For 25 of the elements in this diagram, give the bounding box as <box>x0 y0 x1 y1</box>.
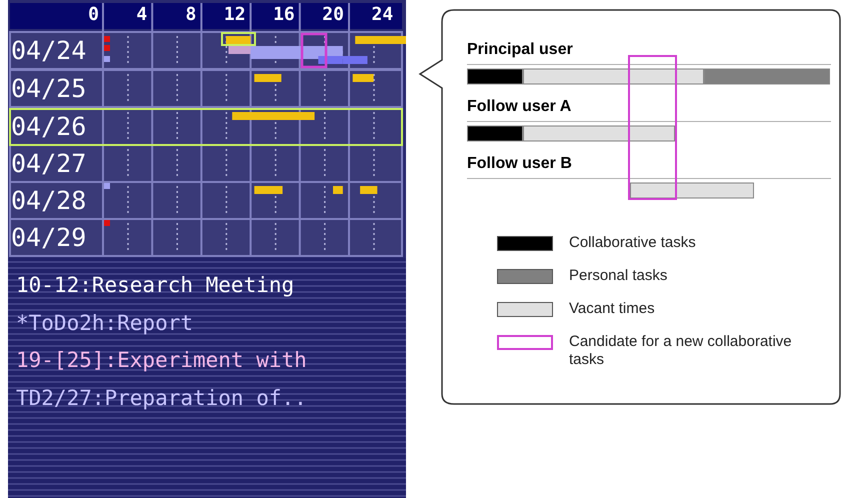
legend-label: Collaborative tasks <box>569 234 697 252</box>
hour-label: 16 <box>272 4 295 26</box>
legend-label: Candidate for a new collaborative tasks <box>569 333 793 369</box>
date-label: 04/29 <box>11 223 86 253</box>
user-label: Follow user B <box>467 154 572 174</box>
date-label: 04/28 <box>11 186 86 216</box>
user-label: Follow user A <box>467 97 572 117</box>
callout-bubble <box>418 8 842 406</box>
date-label: 04/25 <box>11 74 86 104</box>
date-label: 04/27 <box>11 149 86 179</box>
schedule-note: TD2/27:Preparation of.. <box>16 384 307 412</box>
hour-label: 24 <box>370 4 394 26</box>
hour-label: 8 <box>184 4 196 26</box>
schedule-note: 10-12:Research Meeting <box>16 272 294 299</box>
date-label: 04/26 <box>11 112 86 142</box>
hour-label: 4 <box>135 4 148 26</box>
legend-label: Vacant times <box>569 300 656 318</box>
date-label: 04/24 <box>11 36 86 66</box>
hour-label: 12 <box>222 4 246 26</box>
hour-label: 0 <box>87 4 99 26</box>
user-label: Principal user <box>467 40 573 60</box>
hour-label: 20 <box>321 4 344 26</box>
legend-label: Personal tasks <box>569 267 668 285</box>
schedule-note: 19-[25]:Experiment with <box>16 347 307 374</box>
schedule-note: *ToDo2h:Report <box>16 310 194 336</box>
